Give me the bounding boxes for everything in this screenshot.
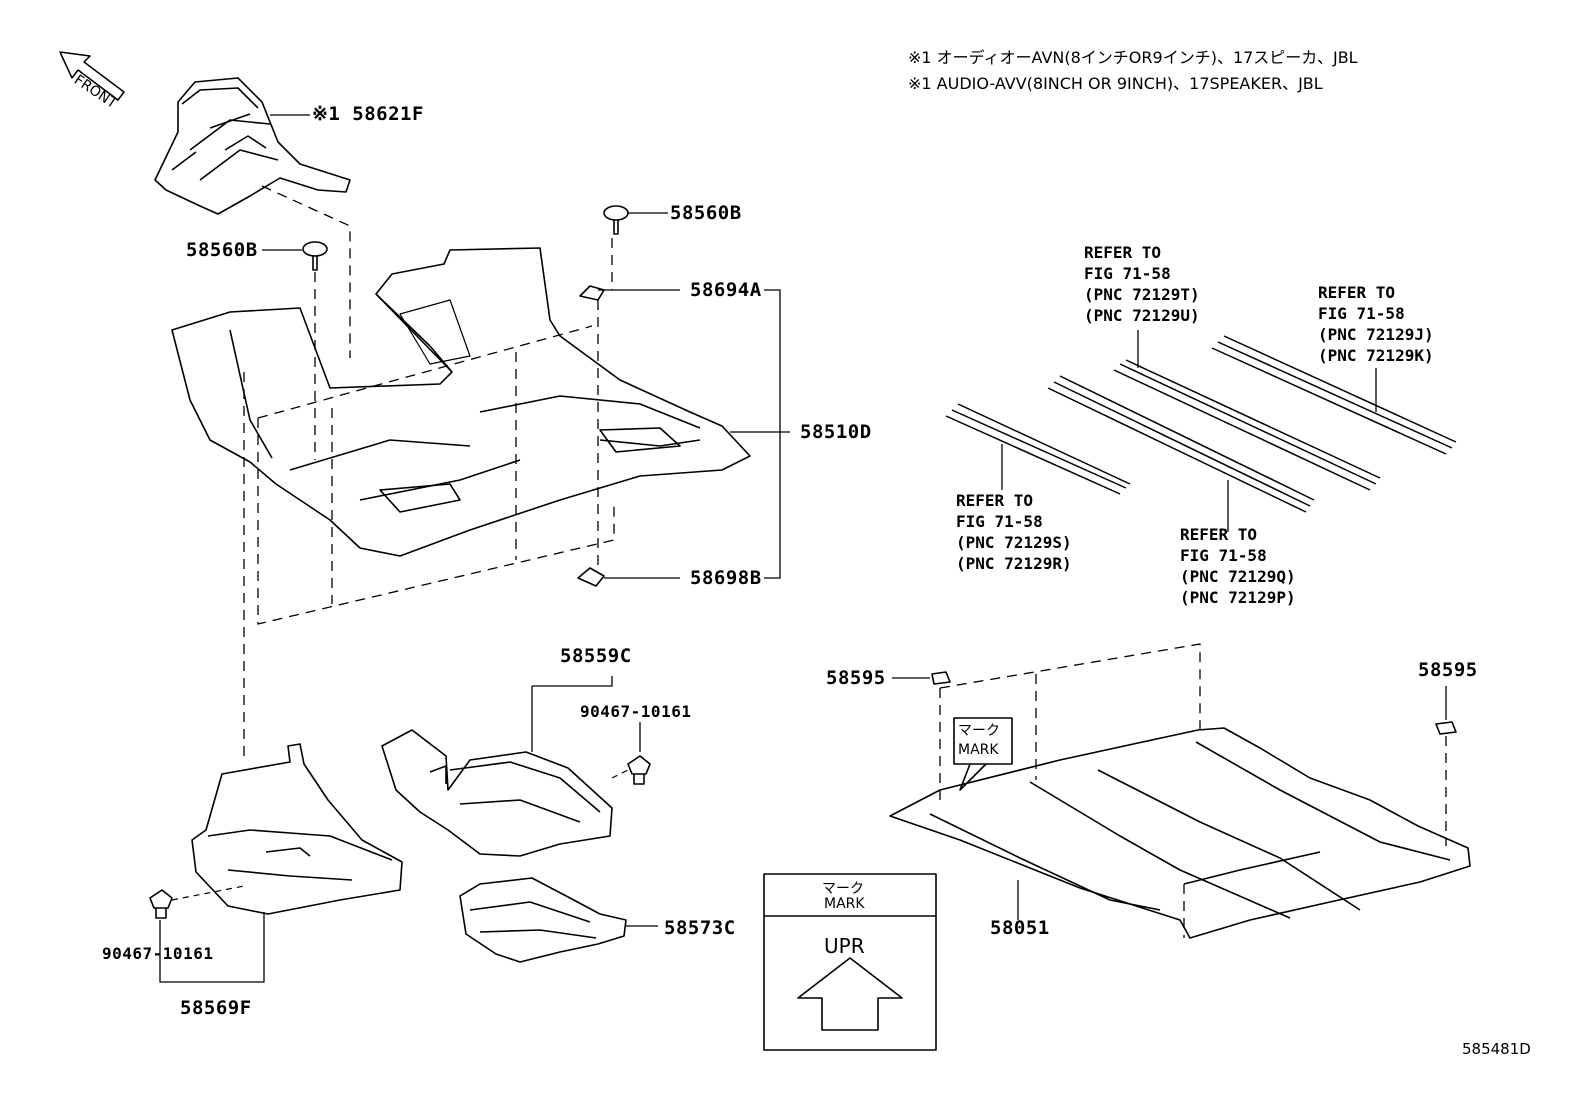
pad-58595-right-drawing	[1435, 721, 1457, 735]
label-90467-upper: 90467-10161	[580, 702, 692, 721]
mark-legend-en: MARK	[824, 896, 865, 912]
leader-lines	[159, 114, 1447, 983]
clip-58560B-right-drawing	[603, 205, 629, 235]
label-58698B: 58698B	[690, 567, 762, 589]
clip-90467-lower-drawing	[149, 889, 173, 919]
ref-block-72129J: REFER TO FIG 71-58 (PNC 72129J) (PNC 721…	[1318, 282, 1434, 366]
label-58560B-left: 58560B	[186, 239, 258, 261]
label-58573C: 58573C	[664, 917, 736, 939]
dash-90467-lower	[171, 885, 245, 901]
part-58621F-drawing	[154, 77, 351, 215]
ref-line: (PNC 72129R)	[956, 554, 1072, 573]
clip-58560B-left-drawing	[302, 241, 328, 271]
label-58569F: 58569F	[180, 997, 252, 1019]
mark-legend-box	[763, 873, 937, 1051]
label-58510D: 58510D	[800, 421, 872, 443]
label-58560B-right: 58560B	[670, 202, 742, 224]
part-58051-drawing	[889, 727, 1471, 939]
part-58510D-drawing	[171, 247, 751, 557]
ref-line: (PNC 72129K)	[1318, 346, 1434, 365]
part-58573C-drawing	[459, 877, 627, 963]
ref-block-72129S: REFER TO FIG 71-58 (PNC 72129S) (PNC 721…	[956, 490, 1072, 574]
ref-line: (PNC 72129U)	[1084, 306, 1200, 325]
label-58595-left: 58595	[826, 667, 886, 689]
clip-90467-upper-drawing	[627, 755, 651, 785]
ref-line: REFER TO	[1180, 525, 1258, 544]
ref-line: REFER TO	[1318, 283, 1396, 302]
label-58621F: ※1 58621F	[312, 103, 424, 125]
mark-legend-jp: マーク	[822, 881, 864, 897]
ref-line: (PNC 72129J)	[1318, 325, 1434, 344]
ref-line: FIG 71-58	[1318, 304, 1405, 323]
assembly-dashes-lower	[939, 643, 1447, 938]
ref-line: (PNC 72129T)	[1084, 285, 1200, 304]
part-58698B-drawing	[577, 567, 605, 587]
ref-line: REFER TO	[956, 491, 1034, 510]
label-90467-lower: 90467-10161	[102, 944, 214, 963]
assembly-dashes-upper	[243, 185, 615, 760]
ref-line: FIG 71-58	[1084, 264, 1171, 283]
part-58569F-drawing	[191, 743, 403, 915]
ref-line: FIG 71-58	[1180, 546, 1267, 565]
pad-58595-left-drawing	[931, 671, 951, 685]
ref-block-72129T: REFER TO FIG 71-58 (PNC 72129T) (PNC 721…	[1084, 242, 1200, 326]
label-58559C: 58559C	[560, 645, 632, 667]
mark-callout-box	[953, 717, 1013, 791]
label-58694A: 58694A	[690, 279, 762, 301]
ref-line: (PNC 72129S)	[956, 533, 1072, 552]
up-arrow-label: UPR	[824, 934, 865, 958]
mark-callout-jp: マーク	[958, 723, 1000, 739]
ref-line: REFER TO	[1084, 243, 1162, 262]
up-arrow-icon	[797, 957, 903, 1031]
scuff-strips-drawing	[945, 335, 1457, 513]
label-58595-right: 58595	[1418, 659, 1478, 681]
part-58694A-drawing	[579, 285, 605, 301]
note-en: ※1 AUDIO-AVV(8INCH OR 9INCH)、17SPEAKER、J…	[908, 74, 1323, 93]
mark-callout-en: MARK	[958, 742, 999, 758]
front-arrow-icon	[59, 51, 125, 101]
ref-line: FIG 71-58	[956, 512, 1043, 531]
ref-line: (PNC 72129Q)	[1180, 567, 1296, 586]
ref-line: (PNC 72129P)	[1180, 588, 1296, 607]
dash-90467-upper	[611, 769, 629, 779]
note-jp: ※1 オーディオーAVN(8インチOR9インチ)、17スピーカ、JBL	[908, 48, 1358, 67]
ref-block-72129Q: REFER TO FIG 71-58 (PNC 72129Q) (PNC 721…	[1180, 524, 1296, 608]
part-58559C-drawing	[381, 729, 613, 857]
label-58051: 58051	[990, 917, 1050, 939]
diagram-id: 585481D	[1462, 1040, 1531, 1058]
